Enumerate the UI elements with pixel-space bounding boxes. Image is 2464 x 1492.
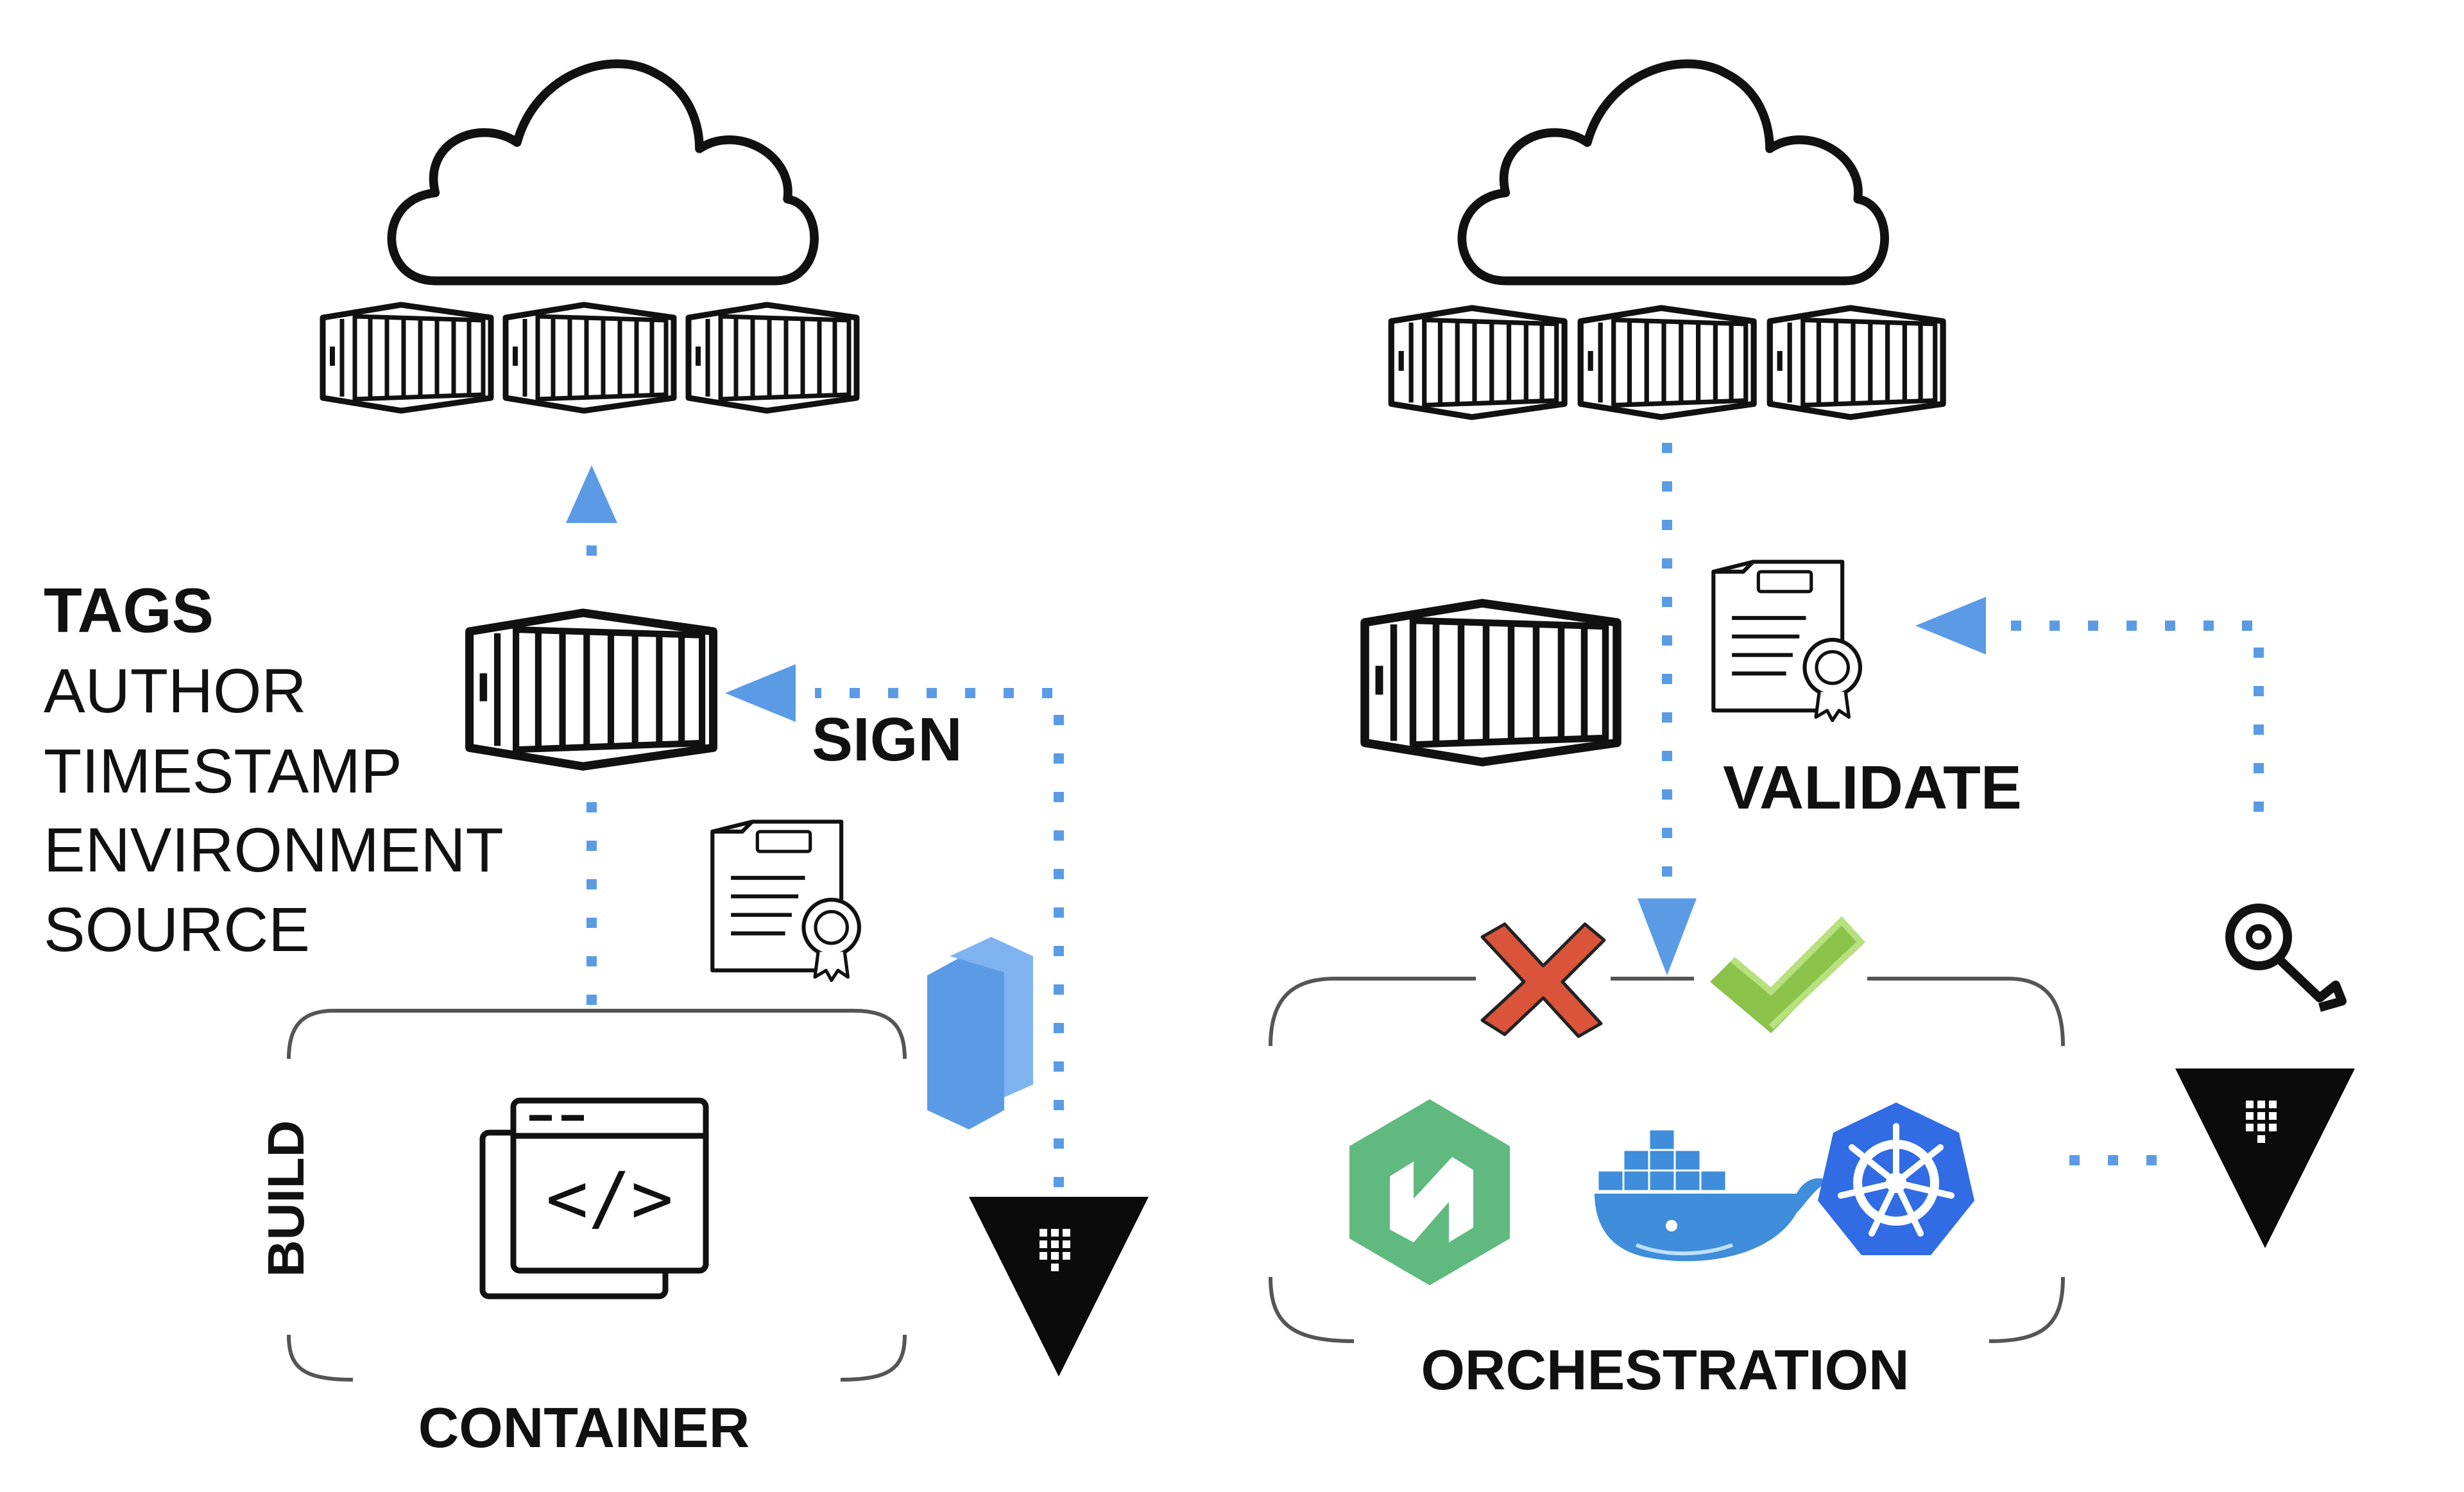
sign-label: SIGN bbox=[812, 705, 963, 774]
tagged-container-icon bbox=[470, 613, 714, 766]
vault-icon-right bbox=[2175, 1068, 2355, 1248]
vault-icon-left bbox=[969, 1197, 1149, 1376]
code-icon-text: </> bbox=[546, 1157, 674, 1239]
certificate-icon bbox=[712, 821, 859, 980]
docker-icon bbox=[1595, 1128, 1829, 1262]
left-cloud-icon bbox=[391, 64, 814, 280]
notary-signer-icon bbox=[927, 937, 1033, 1129]
validate-arrow bbox=[1915, 597, 2264, 812]
build-label: BUILD bbox=[257, 1120, 314, 1277]
shipping-container-icon bbox=[1770, 308, 1943, 417]
tag-environment: ENVIRONMENT bbox=[44, 815, 504, 885]
left-registry-containers bbox=[323, 305, 857, 411]
shipping-container-icon bbox=[689, 305, 857, 411]
kubernetes-icon bbox=[1818, 1102, 1974, 1255]
code-window-icon: </> bbox=[479, 1097, 709, 1299]
container-label: CONTAINER bbox=[418, 1396, 750, 1459]
reject-x-icon bbox=[1480, 922, 1606, 1038]
right-registry-containers bbox=[1391, 308, 1943, 417]
key-icon bbox=[2225, 904, 2347, 1012]
orchestration-box bbox=[1269, 977, 2065, 1343]
certificate-icon bbox=[1713, 562, 1860, 720]
nomad-icon bbox=[1349, 1099, 1510, 1285]
approve-check-icon bbox=[1710, 916, 1866, 1033]
sign-arrow bbox=[725, 664, 1064, 1187]
shipping-container-icon bbox=[1580, 308, 1754, 417]
tags-list: TAGS AUTHOR TIMESTAMP ENVIRONMENT SOURCE bbox=[44, 575, 504, 965]
push-arrow bbox=[566, 465, 617, 565]
tags-heading: TAGS bbox=[44, 575, 214, 646]
validate-label: VALIDATE bbox=[1723, 753, 2022, 822]
tag-author: AUTHOR bbox=[44, 656, 307, 726]
container-build-box bbox=[287, 1009, 907, 1382]
right-cloud-icon bbox=[1462, 64, 1885, 280]
orchestration-label: ORCHESTRATION bbox=[1421, 1338, 1909, 1402]
shipping-container-icon bbox=[1391, 308, 1564, 417]
pull-arrow bbox=[1638, 443, 1697, 975]
pulled-container-icon bbox=[1365, 603, 1617, 762]
tag-timestamp: TIMESTAMP bbox=[44, 736, 402, 806]
shipping-container-icon bbox=[506, 305, 674, 411]
shipping-container-icon bbox=[323, 305, 491, 411]
tag-source: SOURCE bbox=[44, 895, 310, 965]
